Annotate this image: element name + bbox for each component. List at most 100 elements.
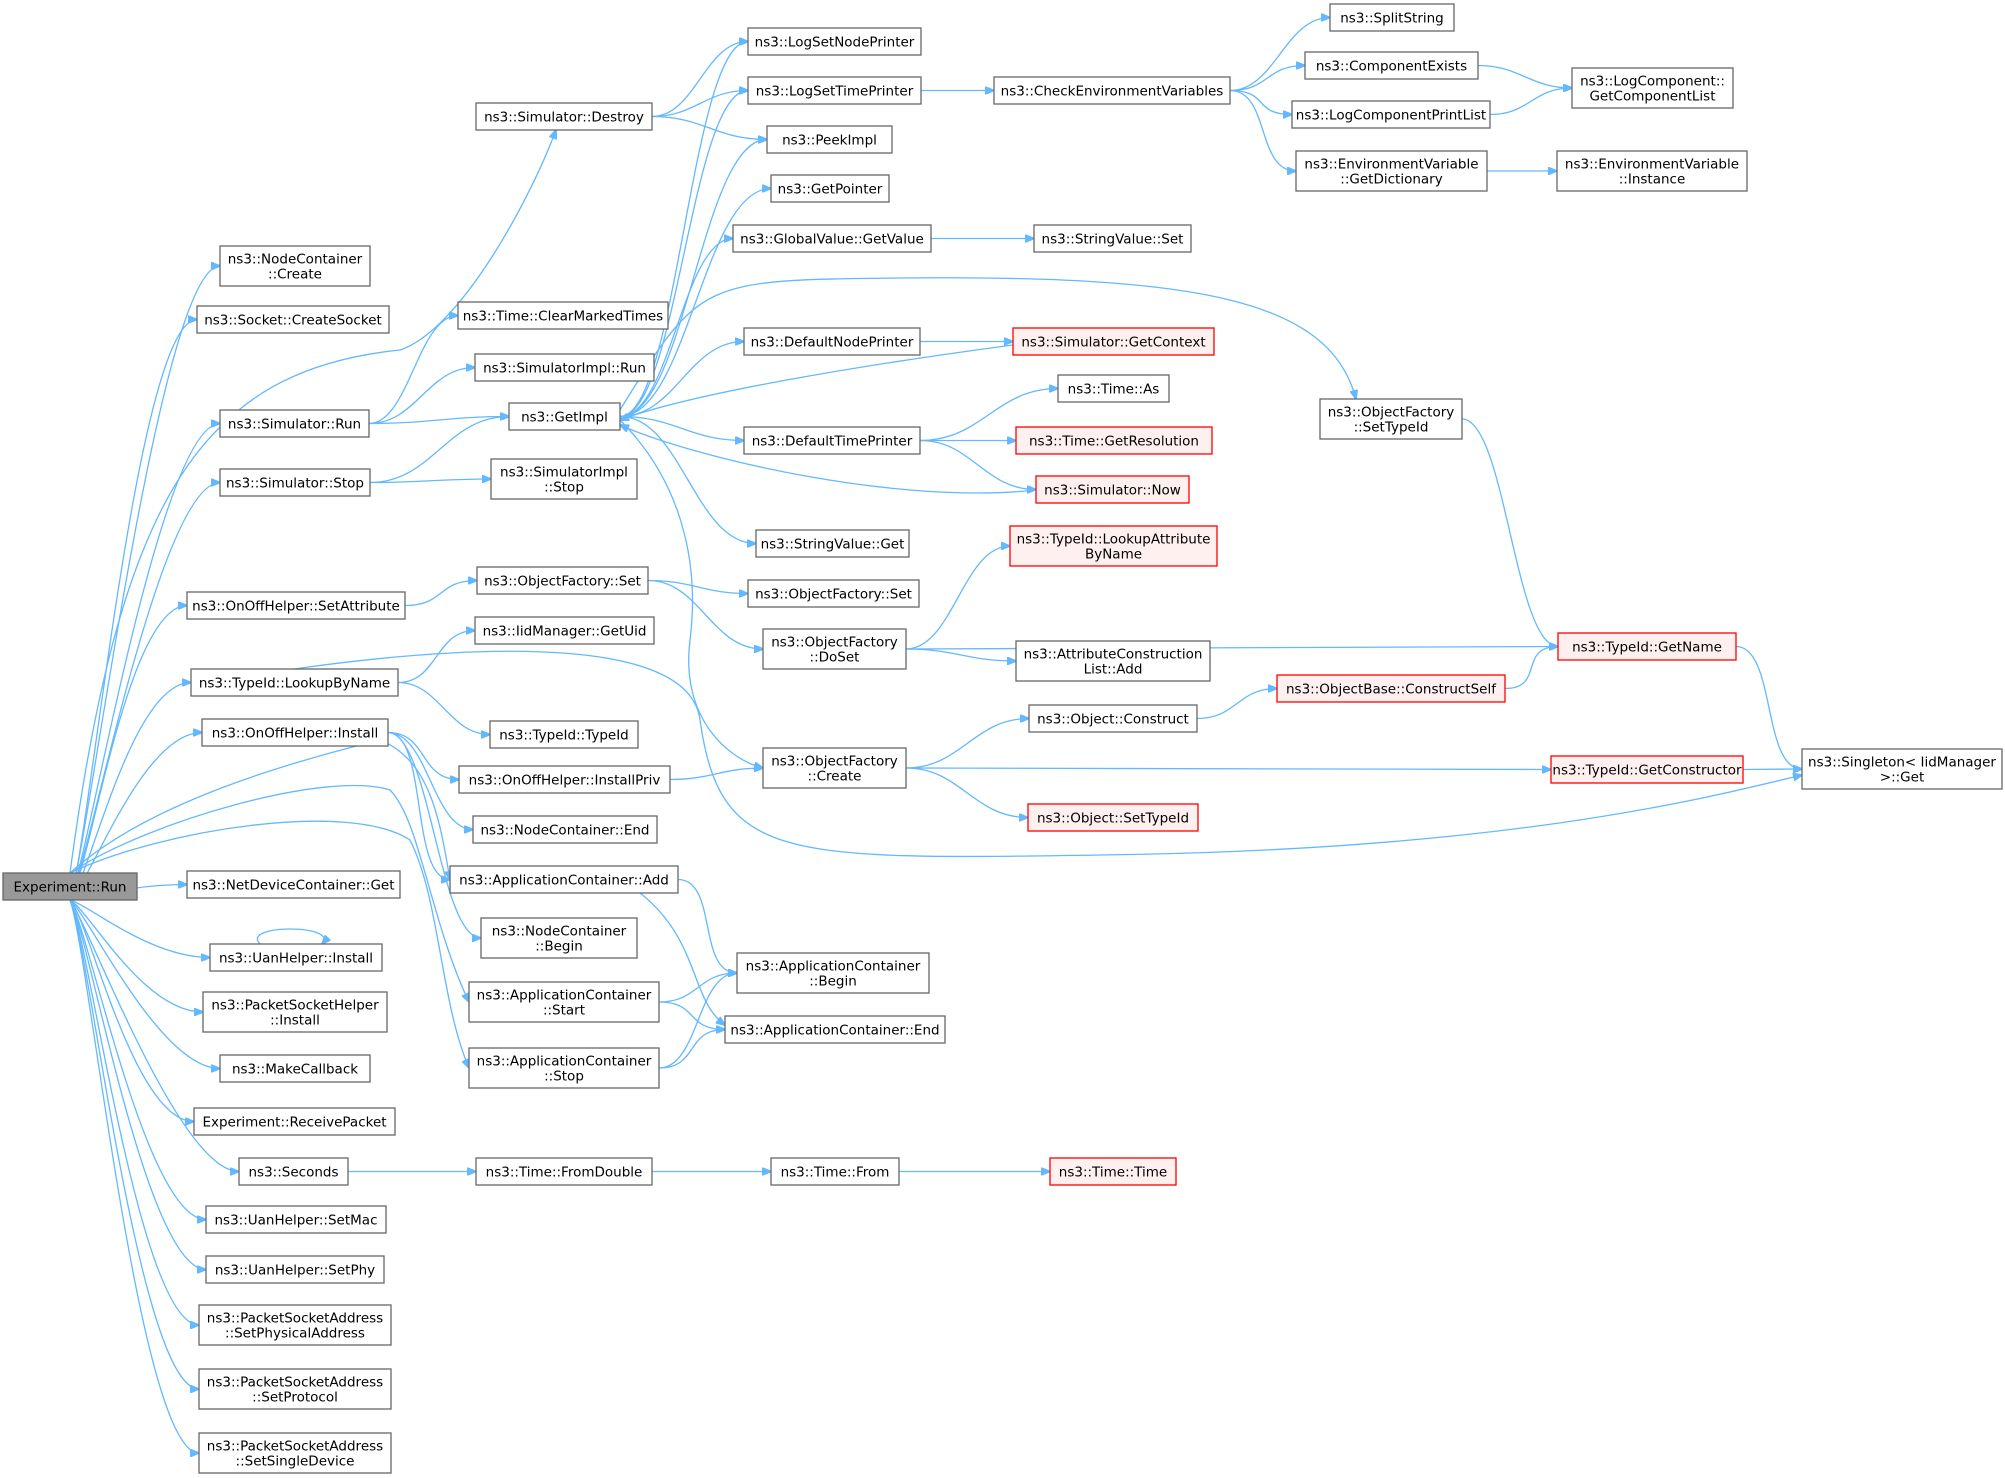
call-edge-getimpl-to-log_timeprinter xyxy=(619,91,748,418)
node-box xyxy=(238,1157,349,1186)
node-time_time[interactable]: ns3::Time::Time xyxy=(1049,1157,1177,1186)
node-sock_create[interactable]: ns3::Socket::CreateSocket xyxy=(196,305,390,334)
node-splitstring[interactable]: ns3::SplitString xyxy=(1329,3,1455,32)
node-gv_getvalue[interactable]: ns3::GlobalValue::GetValue xyxy=(732,224,932,253)
node-sv_set[interactable]: ns3::StringValue::Set xyxy=(1033,224,1192,253)
node-logcomp_printlist[interactable]: ns3::LogComponentPrintList xyxy=(1291,100,1491,129)
node-default_timeprinter[interactable]: ns3::DefaultTimePrinter xyxy=(743,426,921,455)
node-label: ns3::TypeId::TypeId xyxy=(499,728,629,744)
node-label: ns3::PacketSocketAddress xyxy=(207,1311,383,1327)
node-uan_setphy[interactable]: ns3::UanHelper::SetPhy xyxy=(205,1255,385,1284)
node-ac_stop[interactable]: ns3::ApplicationContainer::Stop xyxy=(468,1047,660,1089)
call-edge-of_doset-to-acl_add xyxy=(905,648,1016,661)
node-ac_begin[interactable]: ns3::ApplicationContainer::Begin xyxy=(736,952,930,994)
node-onoff_install[interactable]: ns3::OnOffHelper::Install xyxy=(201,718,389,747)
node-uan_setmac[interactable]: ns3::UanHelper::SetMac xyxy=(205,1205,387,1234)
node-label: ns3::TypeId::LookupByName xyxy=(199,676,390,692)
node-envvar_instance[interactable]: ns3::EnvironmentVariable::Instance xyxy=(1556,150,1748,192)
node-box xyxy=(198,1368,392,1410)
node-box xyxy=(1033,224,1192,253)
node-singleton_get[interactable]: ns3::Singleton< IidManager>::Get xyxy=(1801,748,2003,790)
node-box xyxy=(993,76,1231,105)
node-time_getres[interactable]: ns3::Time::GetResolution xyxy=(1015,426,1213,455)
node-simimpl_stop[interactable]: ns3::SimulatorImpl::Stop xyxy=(490,458,638,500)
node-typeid_getconstructor[interactable]: ns3::TypeId::GetConstructor xyxy=(1550,755,1744,784)
node-time_from[interactable]: ns3::Time::From xyxy=(770,1157,900,1186)
node-of_set[interactable]: ns3::ObjectFactory::Set xyxy=(476,566,649,595)
node-box xyxy=(219,245,371,287)
node-sim_run[interactable]: ns3::Simulator::Run xyxy=(219,409,370,438)
node-nc_end[interactable]: ns3::NodeContainer::End xyxy=(472,815,658,844)
node-obj_settypeid[interactable]: ns3::Object::SetTypeId xyxy=(1027,803,1199,832)
node-typeid_getname[interactable]: ns3::TypeId::GetName xyxy=(1557,632,1737,661)
node-label: ns3::LogSetNodePrinter xyxy=(755,35,915,51)
node-label: ns3::NodeContainer xyxy=(228,252,363,268)
node-psa_setproto[interactable]: ns3::PacketSocketAddress::SetProtocol xyxy=(198,1368,392,1410)
node-peekimpl[interactable]: ns3::PeekImpl xyxy=(766,125,893,154)
node-layer: Experiment::Run ns3::NodeContainer::Creat… xyxy=(2,3,2003,1474)
node-onoff_setattr[interactable]: ns3::OnOffHelper::SetAttribute xyxy=(186,591,406,620)
node-log_nodeprinter[interactable]: ns3::LogSetNodePrinter xyxy=(747,27,922,56)
node-label: ::DoSet xyxy=(810,650,860,666)
node-of_doset[interactable]: ns3::ObjectFactory::DoSet xyxy=(762,628,907,670)
node-ndc_get[interactable]: ns3::NetDeviceContainer::Get xyxy=(186,870,401,899)
node-box xyxy=(198,1304,392,1346)
node-onoff_installpriv[interactable]: ns3::OnOffHelper::InstallPriv xyxy=(458,765,671,794)
node-getpointer[interactable]: ns3::GetPointer xyxy=(770,174,890,203)
node-sv_get[interactable]: ns3::StringValue::Get xyxy=(755,529,910,558)
node-psa_setsingle[interactable]: ns3::PacketSocketAddress::SetSingleDevic… xyxy=(198,1432,392,1474)
node-psh_install[interactable]: ns3::PacketSocketHelper::Install xyxy=(202,991,388,1033)
node-sim_destroy[interactable]: ns3::Simulator::Destroy xyxy=(475,102,653,131)
node-check_env[interactable]: ns3::CheckEnvironmentVariables xyxy=(993,76,1231,105)
node-ac_end[interactable]: ns3::ApplicationContainer::End xyxy=(724,1015,946,1044)
node-sim_getcontext[interactable]: ns3::Simulator::GetContext xyxy=(1012,327,1215,356)
node-time_fromdouble[interactable]: ns3::Time::FromDouble xyxy=(475,1157,653,1186)
call-edge-sim_run-to-simimpl_run xyxy=(368,368,475,425)
node-typeid_lookup[interactable]: ns3::TypeId::LookupByName xyxy=(190,668,399,697)
node-box xyxy=(489,720,639,749)
node-nc_create[interactable]: ns3::NodeContainer::Create xyxy=(219,245,371,287)
call-edge-root-to-ac_add xyxy=(69,739,450,880)
node-obj_construct[interactable]: ns3::Object::Construct xyxy=(1028,704,1198,733)
node-comp_exists[interactable]: ns3::ComponentExists xyxy=(1304,51,1479,80)
node-time_clear[interactable]: ns3::Time::ClearMarkedTimes xyxy=(457,301,669,330)
call-edge-check_env-to-splitstring xyxy=(1229,18,1330,92)
node-logcomp_getlist[interactable]: ns3::LogComponent::GetComponentList xyxy=(1571,67,1734,109)
node-ac_start[interactable]: ns3::ApplicationContainer::Start xyxy=(468,981,660,1023)
node-log_timeprinter[interactable]: ns3::LogSetTimePrinter xyxy=(747,76,922,105)
node-makecb[interactable]: ns3::MakeCallback xyxy=(219,1054,371,1083)
call-edge-sim_now-to-getimpl xyxy=(620,425,1037,494)
node-of_set2[interactable]: ns3::ObjectFactory::Set xyxy=(747,579,920,608)
node-default_nodeprinter[interactable]: ns3::DefaultNodePrinter xyxy=(743,327,921,356)
node-label: ns3::Object::Construct xyxy=(1037,712,1189,728)
node-sim_stop[interactable]: ns3::Simulator::Stop xyxy=(219,468,371,497)
node-sim_now[interactable]: ns3::Simulator::Now xyxy=(1035,475,1190,504)
node-of_settypeid[interactable]: ns3::ObjectFactory::SetTypeId xyxy=(1319,398,1463,440)
call-edge-getimpl-to-of_create xyxy=(619,419,763,768)
node-recvpkt[interactable]: Experiment::ReceivePacket xyxy=(193,1107,396,1136)
node-root[interactable]: Experiment::Run xyxy=(2,872,138,901)
call-edge-getimpl-to-default_timeprinter xyxy=(619,415,744,441)
node-box xyxy=(1049,1157,1177,1186)
node-box xyxy=(1276,674,1506,703)
node-seconds[interactable]: ns3::Seconds xyxy=(238,1157,349,1186)
node-objbase_constructself[interactable]: ns3::ObjectBase::ConstructSelf xyxy=(1276,674,1506,703)
node-box xyxy=(743,327,921,356)
node-getimpl[interactable]: ns3::GetImpl xyxy=(508,402,621,431)
node-simimpl_run[interactable]: ns3::SimulatorImpl::Run xyxy=(474,353,655,382)
call-edge-getimpl-to-of_settypeid xyxy=(619,277,1356,411)
node-ac_add[interactable]: ns3::ApplicationContainer::Add xyxy=(449,865,679,894)
node-of_create[interactable]: ns3::ObjectFactory::Create xyxy=(762,747,907,789)
node-envvar_getdict[interactable]: ns3::EnvironmentVariable::GetDictionary xyxy=(1295,150,1488,192)
node-psa_setphys[interactable]: ns3::PacketSocketAddress::SetPhysicalAdd… xyxy=(198,1304,392,1346)
node-typeid_typeid[interactable]: ns3::TypeId::TypeId xyxy=(489,720,639,749)
node-nc_begin[interactable]: ns3::NodeContainer::Begin xyxy=(480,917,638,959)
call-edge-onoff_install-to-onoff_installpriv xyxy=(387,731,459,780)
node-label: ns3::DefaultNodePrinter xyxy=(751,335,914,351)
node-label: ns3::ApplicationContainer xyxy=(746,959,921,975)
node-time_as[interactable]: ns3::Time::As xyxy=(1057,374,1170,403)
node-uan_install[interactable]: ns3::UanHelper::Install xyxy=(209,943,383,972)
node-iid_getuid[interactable]: ns3::IidManager::GetUid xyxy=(474,616,655,645)
